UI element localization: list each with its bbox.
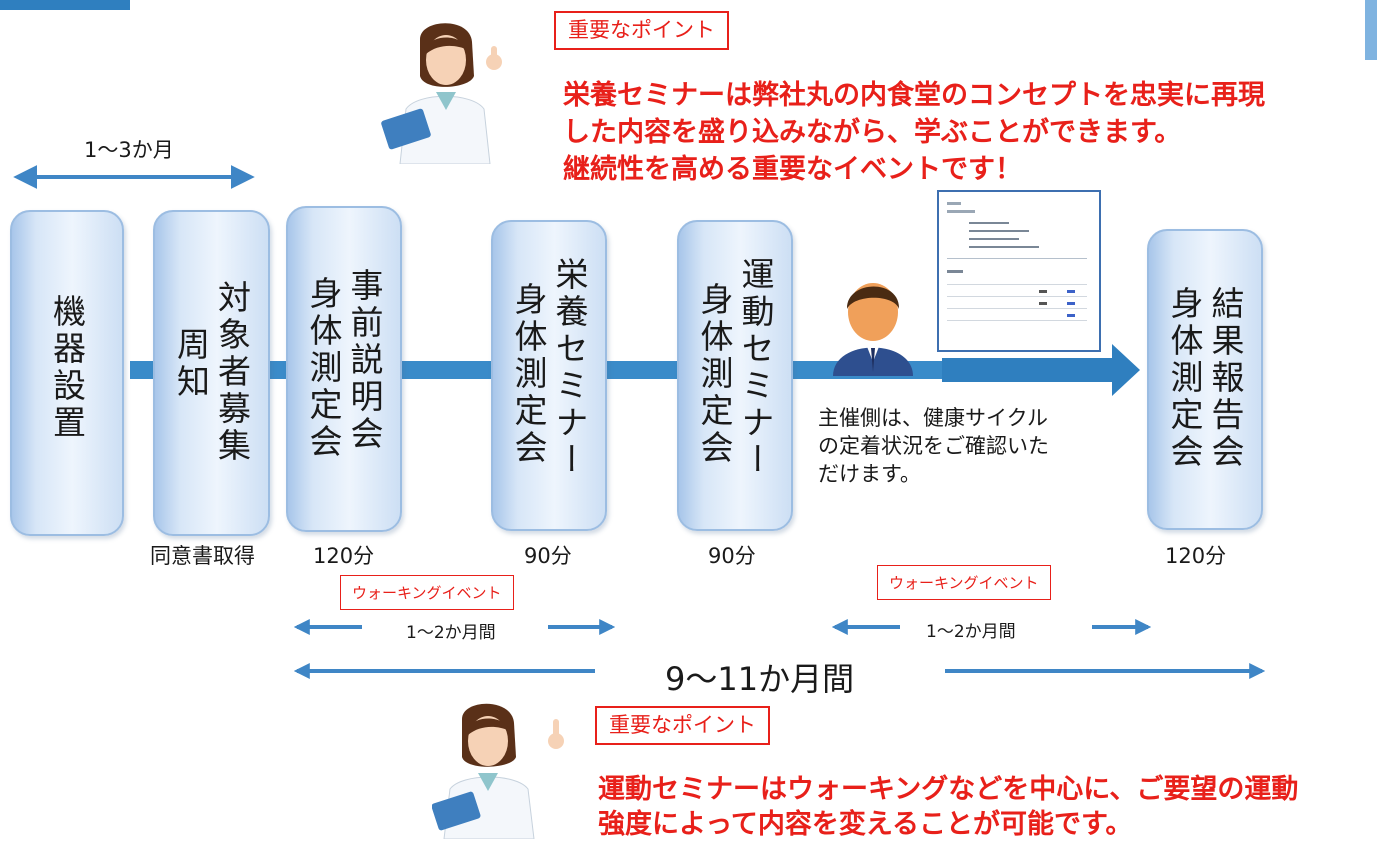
report-document-lines [947,202,1087,321]
walking-span-1: 1～2か月間 [406,623,496,643]
step-report-text-2: 身体測定会 [1165,286,1204,471]
important-point-badge-top: 重要なポイント [554,11,729,50]
walking-event-badge-2: ウォーキングイベント [877,565,1051,600]
step-briefing: 事前説明会 身体測定会 [286,206,402,532]
walking-span-2: 1～2か月間 [926,622,1016,642]
step-nutrition-text-1: 栄養セミナー [550,257,589,479]
step-exercise-text-1: 運動セミナー [736,257,775,479]
step-exercise-seminar: 運動セミナー 身体測定会 [677,220,793,531]
top-point-line-2: した内容を盛り込みながら、学ぶことができます。 [563,117,1182,148]
top-point-line-1: 栄養セミナーは弊社丸の内食堂のコンセプトを忠実に再現 [563,80,1265,111]
main-flow-bar-right [942,358,1112,382]
corner-tab-right [1365,0,1377,60]
duration-briefing: 120分 [313,544,375,568]
corner-tab [0,0,130,10]
nurse-illustration-top [381,23,502,164]
step-equipment: 機器設置 [10,210,124,536]
duration-exercise: 90分 [708,544,756,568]
main-flow-arrowhead [1112,344,1140,396]
organizer-line-2: の定着状況をご確認いた [818,434,1049,458]
duration-nutrition: 90分 [524,544,572,568]
report-document-icon [937,190,1101,352]
duration-report: 120分 [1165,544,1227,568]
walking-event-badge-1: ウォーキングイベント [340,575,514,610]
total-span-label: 9～11か月間 [665,660,855,698]
step-briefing-text-1: 事前説明会 [345,268,384,453]
bottom-point-line-2: 強度によって内容を変えることが可能です。 [598,809,1133,840]
span-label-1-3-months: 1～3か月 [84,138,174,162]
step-nutrition-seminar: 栄養セミナー 身体測定会 [491,220,607,531]
person-icon [833,283,913,376]
step-briefing-text-2: 身体測定会 [304,276,343,461]
organizer-description: 主催側は、健康サイクル の定着状況をご確認いた だけます。 [818,404,1049,488]
step-report-text-1: 結果報告会 [1206,286,1245,471]
organizer-line-1: 主催側は、健康サイクル [818,406,1048,430]
organizer-line-3: だけます。 [818,462,921,486]
step-recruit-text-2: 周知 [171,327,211,401]
top-point-line-3: 継続性を高める重要なイベントです！ [563,154,1022,185]
important-point-badge-bottom: 重要なポイント [595,706,770,745]
bottom-point-line-1: 運動セミナーはウォーキングなどを中心に、ご要望の運動 [598,774,1299,805]
step-exercise-text-2: 身体測定会 [695,282,734,467]
nurse-illustration-bottom [432,703,564,839]
step-recruit: 対象者募集 周知 [153,210,270,536]
step-nutrition-text-2: 身体測定会 [509,282,548,467]
note-consent: 同意書取得 [150,544,255,568]
step-result-report: 結果報告会 身体測定会 [1147,229,1263,530]
step-equipment-text-1: 機器設置 [47,294,87,442]
step-recruit-text-1: 対象者募集 [212,280,252,465]
